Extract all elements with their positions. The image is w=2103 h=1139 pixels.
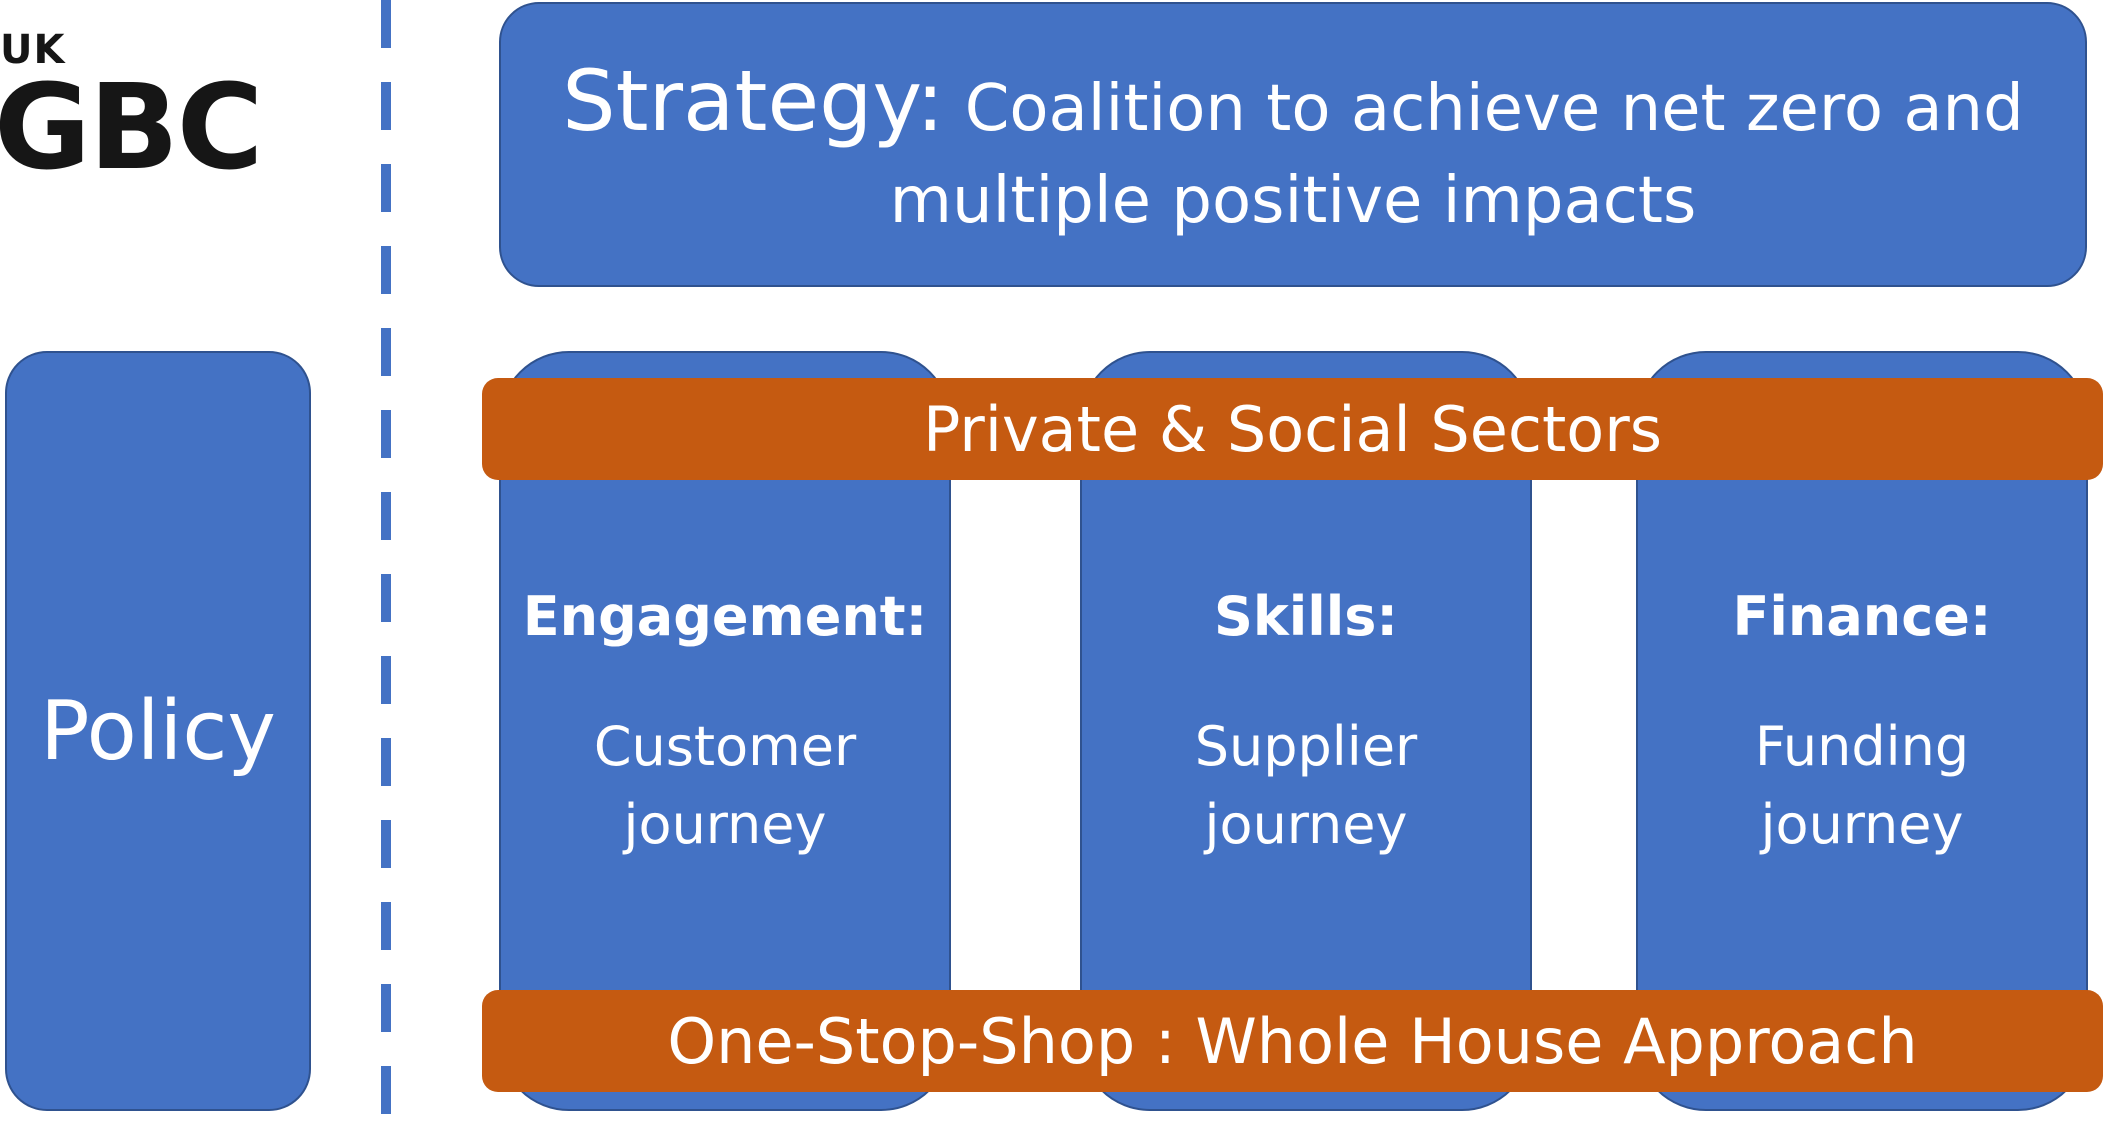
logo-uk-text: UK bbox=[0, 27, 66, 73]
pillar-description-line2: journey bbox=[1204, 793, 1408, 857]
pillar-description-line1: Customer bbox=[593, 715, 857, 778]
private-social-sectors-band: Private & Social Sectors bbox=[482, 378, 2103, 480]
pillar-description-line1: Supplier bbox=[1194, 715, 1418, 778]
pillar-description: Supplier journey bbox=[1195, 708, 1418, 865]
one-stop-shop-band: One-Stop-Shop : Whole House Approach bbox=[482, 990, 2103, 1092]
pillar-description-line2: journey bbox=[623, 793, 827, 857]
ukgbc-logo: UK GBC bbox=[0, 30, 300, 186]
policy-label: Policy bbox=[40, 683, 276, 779]
dashed-divider bbox=[381, 0, 391, 1139]
pillar-description: Customer journey bbox=[594, 708, 856, 865]
policy-box: Policy bbox=[5, 351, 311, 1111]
strategy-description: Coalition to achieve net zero and multip… bbox=[889, 71, 2024, 238]
band-bottom-label: One-Stop-Shop : Whole House Approach bbox=[667, 1004, 1918, 1078]
strategy-box: Strategy: Coalition to achieve net zero … bbox=[499, 2, 2087, 287]
pillar-description-line1: Funding bbox=[1754, 715, 1970, 778]
logo-gbc-text: GBC bbox=[0, 58, 263, 196]
pillar-description-line2: journey bbox=[1760, 793, 1964, 857]
pillar-description: Funding journey bbox=[1755, 708, 1969, 865]
pillar-title: Skills: bbox=[1213, 585, 1399, 648]
strategy-text-block: Strategy: Coalition to achieve net zero … bbox=[541, 45, 2045, 245]
band-top-label: Private & Social Sectors bbox=[922, 392, 1663, 466]
pillar-title: Engagement: bbox=[522, 585, 928, 648]
strategy-heading: Strategy: bbox=[562, 51, 945, 150]
pillar-title: Finance: bbox=[1732, 585, 1992, 648]
